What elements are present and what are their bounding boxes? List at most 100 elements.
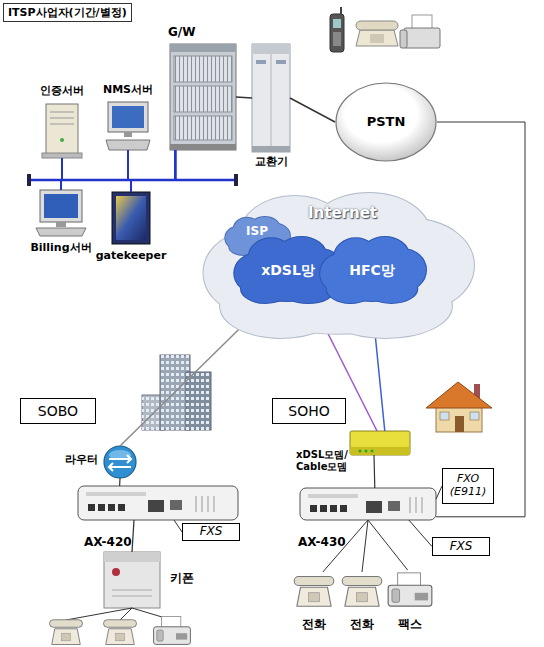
keyphone-unit-icon — [112, 590, 152, 591]
nms-monitor-icon — [106, 140, 150, 150]
nms-server: NMS서버 — [106, 102, 150, 150]
server-tower-icon — [50, 112, 74, 113]
voip-gateway-device: AX-420 — [78, 486, 238, 520]
ax420-device-icon — [86, 492, 146, 496]
node-label: xDSL모뎀/ Cable모뎀 — [296, 449, 352, 472]
cloud-fill — [366, 274, 418, 303]
mobile-phone-icon — [340, 7, 342, 14]
ax430-device-icon — [340, 505, 347, 512]
node-label: ISP — [224, 225, 290, 239]
ax420-device-icon — [202, 496, 203, 512]
exchange-switch-icon — [252, 44, 290, 152]
fax-icon — [400, 15, 440, 48]
exchange-switch-icon — [256, 60, 266, 64]
connector-line — [132, 520, 134, 552]
ax420-device-icon — [78, 486, 238, 520]
keyphone-wires — [66, 608, 172, 620]
ax420-device-icon — [214, 496, 215, 512]
keyphone-terminals — [104, 620, 137, 645]
node-label: FXO (E911) — [443, 469, 493, 503]
gatekeeper-icon — [112, 192, 150, 244]
ax430-device-icon — [388, 501, 400, 511]
hfc-network-cloud: HFC망 — [318, 237, 426, 303]
exchange-switch-icon — [271, 54, 272, 150]
exchange-switch-icon — [252, 146, 290, 152]
cloud-fill — [319, 274, 451, 338]
exchange-switch-icon — [276, 60, 286, 64]
fax-machine: 팩스 — [386, 570, 434, 608]
office-building-icon — [186, 372, 211, 430]
diagram-title: ITSP사업자(기간/별정) — [3, 3, 132, 22]
keyphone-unit: 키폰 — [104, 552, 160, 608]
house-icon — [440, 412, 449, 420]
lan-bus — [27, 174, 238, 186]
server-tower-icon — [42, 104, 82, 158]
ax430-device-icon — [330, 505, 337, 512]
site-label-box: SOHO — [272, 398, 346, 424]
connector-line — [131, 150, 175, 192]
exchange-switch-icon — [252, 44, 290, 54]
node-label: 전화 — [336, 618, 388, 632]
billing-computer-icon — [40, 190, 82, 222]
gateway-rack-icon — [170, 44, 236, 150]
ax420-device-icon — [98, 504, 105, 511]
auth-server: 인증서버 — [46, 104, 78, 158]
node-label: HFC망 — [318, 237, 426, 303]
cloud-outline — [366, 274, 418, 303]
ax430-device-icon — [300, 488, 436, 520]
node-label: 팩스 — [384, 618, 436, 632]
port-callout: FXS — [432, 537, 490, 556]
house-icon — [455, 416, 464, 432]
modem: xDSL모뎀/ Cable모뎀 — [350, 431, 410, 455]
office-building-icon — [142, 395, 164, 430]
ax420-device-icon — [118, 504, 125, 511]
site-label-box: SOBO — [20, 398, 96, 424]
server-tower-icon — [46, 104, 78, 154]
billing-computer-icon — [56, 222, 66, 227]
keyphone-terminals — [154, 616, 191, 644]
exchange-switch: 교환기 — [252, 44, 290, 152]
node-label: 키폰 — [170, 572, 210, 586]
house-icon — [470, 412, 479, 420]
fax-icon — [404, 28, 440, 48]
ax430-device-icon — [366, 501, 382, 513]
mobile-phone-icon — [330, 7, 344, 52]
mobile-phone-icon — [330, 14, 344, 52]
node-label: 인증서버 — [24, 85, 100, 98]
gateway-rack-icon — [174, 116, 232, 140]
connector-line — [368, 520, 408, 570]
ax430-device-icon — [300, 488, 436, 520]
keyphone-terminals — [50, 616, 191, 644]
pstn-network: PSTN — [335, 82, 437, 162]
node-label: AX-420 — [84, 536, 154, 550]
ax420-device-icon — [208, 496, 209, 512]
node-label: Internet — [308, 205, 398, 222]
server-tower-icon — [60, 138, 64, 142]
connector-line — [436, 122, 525, 517]
node-label: NMS서버 — [92, 84, 164, 97]
connector-line — [62, 150, 175, 180]
keyphone-unit-icon — [112, 568, 120, 576]
cloud-outline — [319, 274, 451, 338]
billing-computer-icon — [36, 190, 86, 236]
lan-bus — [30, 179, 236, 182]
ax430-device-icon — [308, 494, 358, 498]
fax-icon — [400, 30, 407, 48]
house-icon — [426, 382, 492, 432]
desk-phone-icon — [356, 30, 398, 46]
office-building-icon — [186, 372, 211, 430]
gateway-rack-icon — [170, 144, 236, 150]
node-label: PSTN — [335, 82, 437, 162]
office-building-icon — [142, 355, 211, 430]
keyphone-unit-icon — [104, 552, 160, 608]
modem-icon — [350, 431, 410, 455]
desk-phone-icon — [356, 21, 398, 46]
keyphone-wires — [66, 608, 172, 620]
ax420-device-icon — [170, 500, 182, 510]
node-label: 라우터 — [48, 454, 98, 467]
ax420-device-icon — [148, 500, 164, 512]
ax420-device-icon — [108, 504, 115, 511]
router-icon — [104, 446, 136, 478]
node-label: gatekeeper — [90, 250, 172, 263]
